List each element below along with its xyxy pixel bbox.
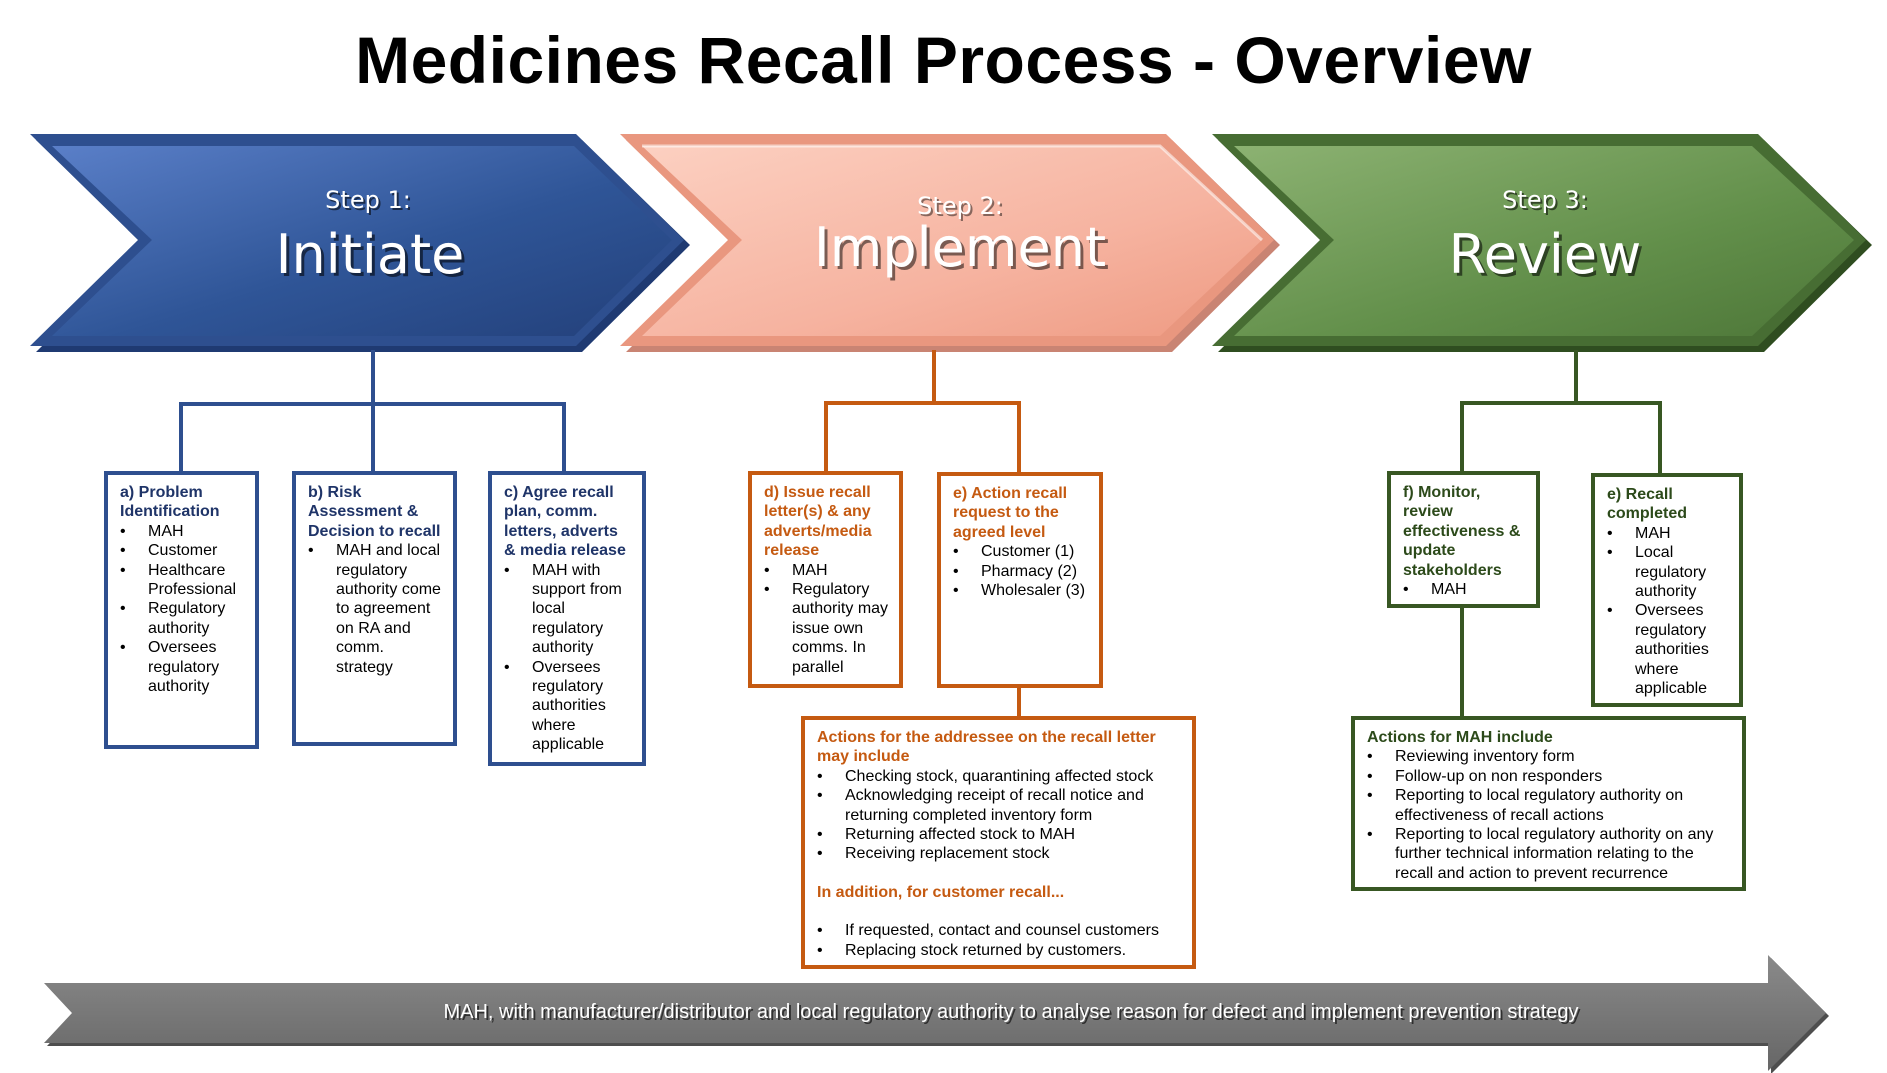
page-title: Medicines Recall Process - Overview bbox=[355, 23, 1532, 97]
list-item: MAH bbox=[1403, 580, 1526, 600]
list-item: Checking stock, quarantining affected st… bbox=[817, 767, 1182, 787]
list-item: Reporting to local regulatory authority … bbox=[1367, 825, 1732, 883]
box-addressee-actions: Actions for the addressee on the recall … bbox=[801, 716, 1196, 969]
bottom-banner-text: MAH, with manufacturer/distributor and l… bbox=[443, 1001, 1578, 1023]
box-issue-recall-letters: d) Issue recall letter(s) & any adverts/… bbox=[748, 471, 903, 688]
list-item: Replacing stock returned by customers. bbox=[817, 941, 1182, 961]
chevron-step-2 bbox=[620, 134, 1280, 352]
list-item: Follow-up on non responders bbox=[1367, 767, 1732, 787]
box-e-completed-list: MAHLocal regulatory authorityOversees re… bbox=[1607, 524, 1729, 699]
connectors-step-3 bbox=[1460, 350, 1662, 718]
list-item: MAH and local regulatory authority come … bbox=[308, 541, 443, 677]
connectors-step-2 bbox=[824, 350, 1021, 717]
step-2-label: Step 2: bbox=[917, 192, 1003, 220]
list-item: Regulatory authority may issue own comms… bbox=[764, 580, 889, 677]
box-agree-recall-plan: c) Agree recall plan, comm. letters, adv… bbox=[488, 471, 646, 766]
list-item: Healthcare Professional bbox=[120, 561, 245, 600]
bottom-banner-arrow bbox=[44, 955, 1829, 1073]
list-item: If requested, contact and counsel custom… bbox=[817, 921, 1182, 941]
step-1-label: Step 1: bbox=[325, 186, 411, 214]
box-b-heading: b) Risk Assessment & Decision to recall bbox=[308, 484, 441, 540]
list-item: MAH bbox=[120, 522, 245, 542]
box-a-heading: a) Problem Identification bbox=[120, 484, 220, 521]
list-item: Regulatory authority bbox=[120, 599, 245, 638]
box-recall-completed: e) Recall completed MAHLocal regulatory … bbox=[1591, 473, 1743, 707]
list-item: Acknowledging receipt of recall notice a… bbox=[817, 786, 1182, 825]
connectors-step-1 bbox=[179, 350, 566, 473]
list-item: Oversees regulatory authority bbox=[120, 638, 245, 696]
box-f-heading: f) Monitor, review effectiveness & updat… bbox=[1403, 484, 1521, 579]
list-item: Local regulatory authority bbox=[1607, 543, 1729, 601]
list-item: Reviewing inventory form bbox=[1367, 747, 1732, 767]
box-problem-identification: a) Problem Identification MAHCustomerHea… bbox=[104, 471, 259, 749]
box-e-completed-heading: e) Recall completed bbox=[1607, 486, 1688, 523]
box-addressee-list: Checking stock, quarantining affected st… bbox=[817, 767, 1182, 864]
list-item: MAH with support from local regulatory a… bbox=[504, 561, 632, 658]
step-1-name-shadow: Initiate bbox=[279, 226, 468, 289]
box-addressee-heading: Actions for the addressee on the recall … bbox=[817, 729, 1156, 766]
box-f-list: MAH bbox=[1403, 580, 1526, 600]
step-2-name: Implement bbox=[814, 216, 1106, 279]
box-e-action-heading: e) Action recall request to the agreed l… bbox=[953, 485, 1068, 541]
step-3-label-shadow: Step 3: bbox=[1504, 188, 1590, 216]
box-e-action-list: Customer (1)Pharmacy (2)Wholesaler (3) bbox=[953, 542, 1089, 601]
list-item: Oversees regulatory authorities where ap… bbox=[1607, 601, 1729, 698]
chevron-step-3 bbox=[1212, 134, 1872, 352]
step-3-label: Step 3: bbox=[1502, 186, 1588, 214]
box-action-recall-request: e) Action recall request to the agreed l… bbox=[937, 472, 1103, 688]
step-3-name-shadow: Review bbox=[1452, 226, 1645, 289]
box-a-list: MAHCustomerHealthcare ProfessionalRegula… bbox=[120, 522, 245, 697]
list-item: Returning affected stock to MAH bbox=[817, 825, 1182, 845]
list-item: MAH bbox=[1607, 524, 1729, 544]
list-item: Receiving replacement stock bbox=[817, 844, 1182, 864]
chevron-step-1 bbox=[30, 134, 690, 352]
box-d-heading: d) Issue recall letter(s) & any adverts/… bbox=[764, 484, 872, 560]
box-c-list: MAH with support from local regulatory a… bbox=[504, 561, 632, 755]
box-d-list: MAHRegulatory authority may issue own co… bbox=[764, 561, 889, 677]
list-item: Oversees regulatory authorities where ap… bbox=[504, 658, 632, 755]
box-addressee-subheading: In addition, for customer recall... bbox=[817, 883, 1065, 901]
box-risk-assessment: b) Risk Assessment & Decision to recall … bbox=[292, 471, 457, 746]
box-mah-heading: Actions for MAH include bbox=[1367, 729, 1553, 746]
box-mah-actions: Actions for MAH include Reviewing invent… bbox=[1351, 716, 1746, 891]
box-monitor-review: f) Monitor, review effectiveness & updat… bbox=[1387, 471, 1540, 608]
step-3-name: Review bbox=[1449, 223, 1642, 286]
step-1-name: Initiate bbox=[276, 223, 465, 286]
box-mah-list: Reviewing inventory formFollow-up on non… bbox=[1367, 747, 1732, 883]
list-item: Reporting to local regulatory authority … bbox=[1367, 786, 1732, 825]
list-item: Customer bbox=[120, 541, 245, 561]
list-item: Wholesaler (3) bbox=[953, 581, 1089, 601]
step-2-label-shadow: Step 2: bbox=[919, 194, 1005, 222]
step-2-name-shadow: Implement bbox=[817, 219, 1109, 282]
list-item: Customer (1) bbox=[953, 542, 1089, 562]
box-addressee-list-2: If requested, contact and counsel custom… bbox=[817, 921, 1182, 960]
step-1-label-shadow: Step 1: bbox=[327, 188, 413, 216]
box-c-heading: c) Agree recall plan, comm. letters, adv… bbox=[504, 484, 626, 560]
box-b-list: MAH and local regulatory authority come … bbox=[308, 541, 443, 677]
bottom-banner-text-shadow: MAH, with manufacturer/distributor and l… bbox=[445, 1003, 1580, 1025]
list-item: Pharmacy (2) bbox=[953, 562, 1089, 582]
list-item: MAH bbox=[764, 561, 889, 581]
